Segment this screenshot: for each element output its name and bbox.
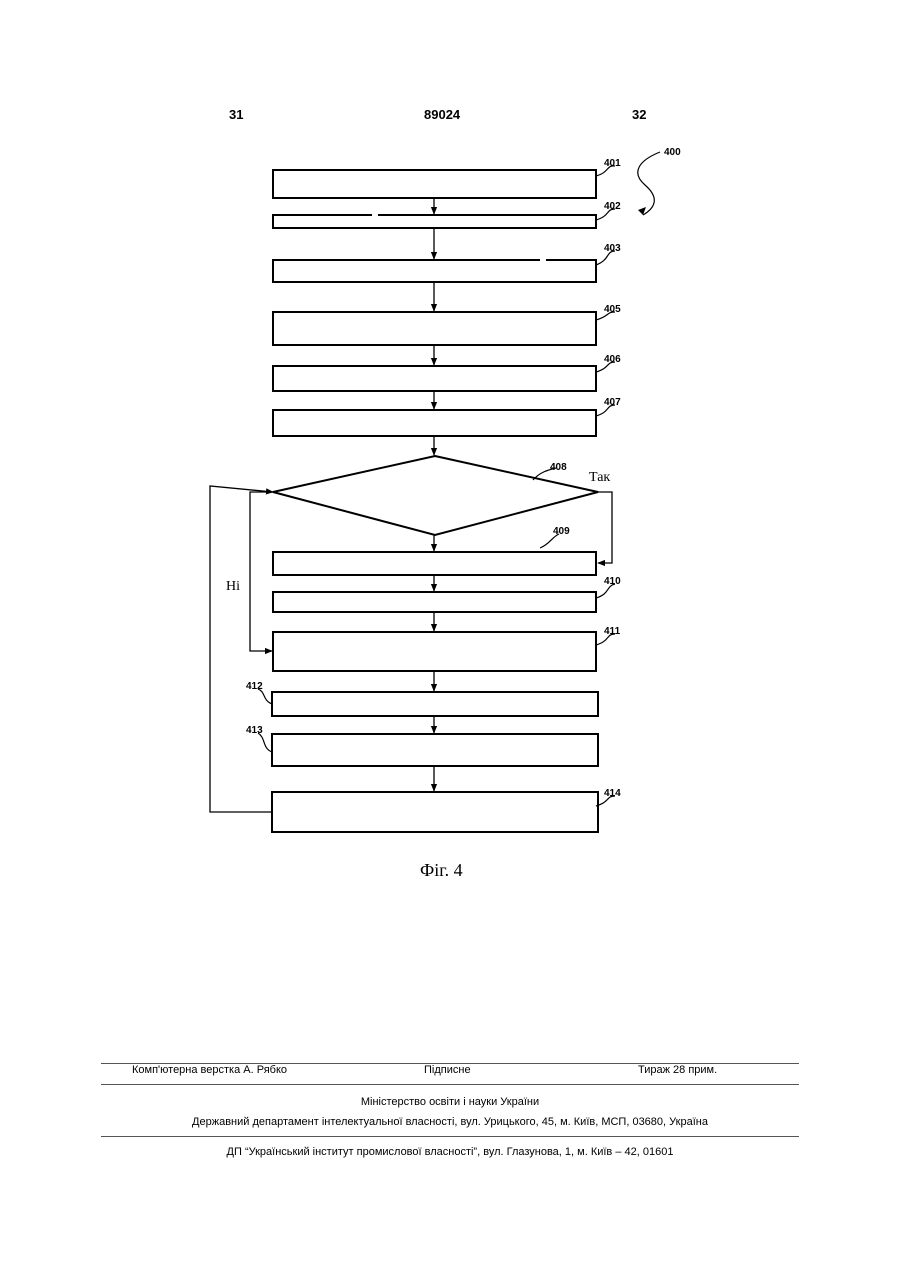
block-409 <box>273 552 596 575</box>
ref-412: 412 <box>246 681 263 692</box>
ref-407: 407 <box>604 397 621 408</box>
ref-410: 410 <box>604 576 621 587</box>
footer-layout-credit: Комп'ютерна верстка А. Рябко <box>132 1064 287 1076</box>
flowchart-figure: 400 401 402 403 405 406 407 408 409 410 … <box>0 0 900 900</box>
footer-institute: ДП “Український інститут промислової вла… <box>0 1146 900 1158</box>
block-402 <box>273 215 596 228</box>
ref-402: 402 <box>604 201 621 212</box>
block-401 <box>273 170 596 198</box>
block-406 <box>273 366 596 391</box>
ref-411: 411 <box>604 626 621 637</box>
ref-403: 403 <box>604 243 621 254</box>
block-412 <box>272 692 598 716</box>
block-410 <box>273 592 596 612</box>
block-407 <box>273 410 596 436</box>
ref-414: 414 <box>604 788 621 799</box>
ref-401: 401 <box>604 158 621 169</box>
block-405 <box>273 312 596 345</box>
block-413 <box>272 734 598 766</box>
block-403 <box>273 260 596 282</box>
ref-408: 408 <box>550 462 567 473</box>
footer-signed: Підписне <box>424 1064 471 1076</box>
ref-405: 405 <box>604 304 621 315</box>
footer-department: Державний департамент інтелектуальної вл… <box>0 1116 900 1128</box>
block-411 <box>273 632 596 671</box>
ref-400: 400 <box>664 147 681 158</box>
footer-rule-middle <box>101 1084 799 1085</box>
ref-406: 406 <box>604 354 621 365</box>
footer-circulation: Тираж 28 прим. <box>638 1064 717 1076</box>
footer-ministry: Міністерство освіти і науки України <box>0 1096 900 1108</box>
ref-413: 413 <box>246 725 263 736</box>
ref-409: 409 <box>553 526 570 537</box>
block-414 <box>272 792 598 832</box>
branch-no-label: Hi <box>226 579 240 594</box>
footer-rule-bottom <box>101 1136 799 1137</box>
branch-yes-label: Так <box>589 470 610 485</box>
figure-caption: Фіг. 4 <box>420 860 463 881</box>
